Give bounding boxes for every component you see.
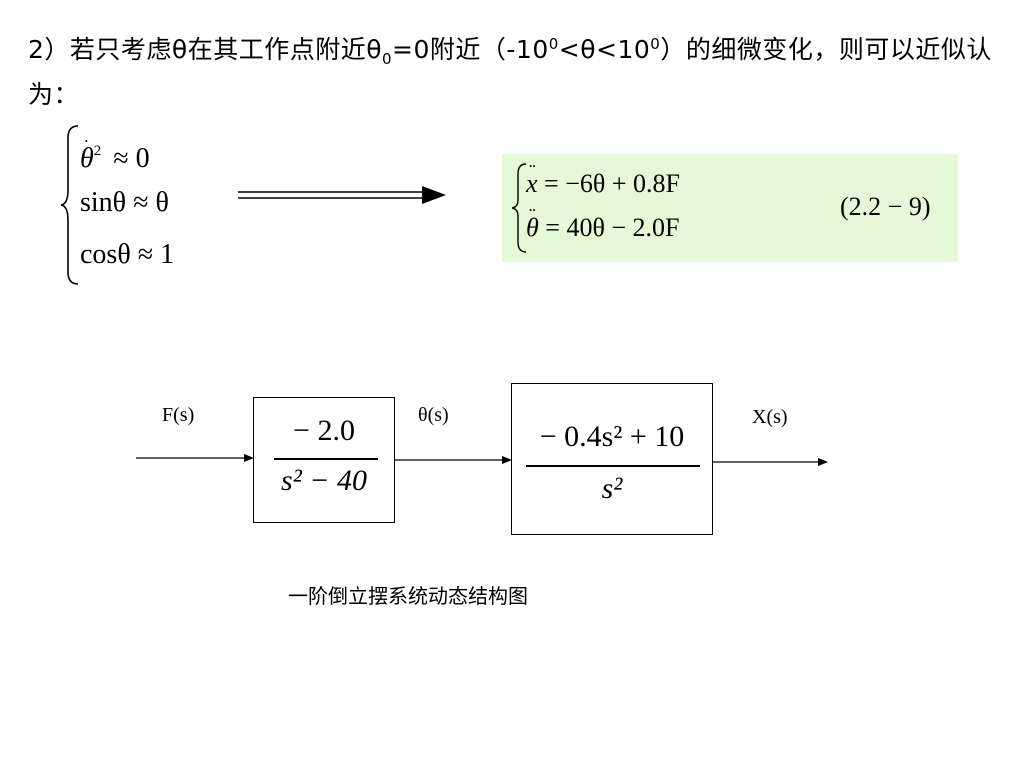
equation-x-rhs: = −6θ + 0.8F bbox=[544, 169, 680, 198]
approximation-list: ˙θ2 ≈ 0 sinθ ≈ θ cosθ ≈ 1 bbox=[80, 128, 174, 284]
equation-theta-rhs: = 40θ − 2.0F bbox=[545, 213, 680, 242]
equation-x-ddot: ¨x = −6θ + 0.8F bbox=[526, 161, 680, 208]
implies-arrow-icon bbox=[238, 186, 446, 204]
left-brace-icon bbox=[60, 125, 79, 285]
block2-fraction-bar bbox=[526, 465, 700, 467]
block2-numerator: − 0.4s² + 10 bbox=[539, 420, 685, 453]
result-equations: ¨x = −6θ + 0.8F ¨θ = 40θ − 2.0F bbox=[526, 161, 680, 252]
diagram-caption: 一阶倒立摆系统动态结构图 bbox=[288, 584, 528, 608]
block1-denominator: s² − 40 bbox=[281, 464, 367, 497]
output-arrow-icon bbox=[712, 458, 828, 466]
intro-mid: =0附近（-10 bbox=[392, 35, 549, 64]
middle-signal-label: θ(s) bbox=[418, 404, 449, 426]
result-brace-icon bbox=[511, 163, 527, 253]
theta-symbol: θ bbox=[80, 143, 94, 174]
double-dot-accent: ¨ bbox=[529, 205, 536, 227]
approx-rhs-zero: ≈ 0 bbox=[113, 143, 150, 174]
theta-symbol: θ bbox=[526, 213, 539, 242]
approx-row-theta-dot: ˙θ2 ≈ 0 bbox=[80, 128, 174, 180]
transfer-block-2: − 0.4s² + 10 s² bbox=[511, 383, 713, 535]
input-signal-label: F(s) bbox=[162, 404, 195, 426]
intro-superscript-1: 0 bbox=[548, 35, 559, 53]
intro-subscript: 0 bbox=[382, 50, 393, 68]
equation-theta-ddot: ¨θ = 40θ − 2.0F bbox=[526, 205, 680, 252]
output-signal-label: X(s) bbox=[752, 406, 788, 428]
block1-numerator: − 2.0 bbox=[293, 414, 355, 447]
intro-mid2: <θ<10 bbox=[558, 35, 651, 64]
approx-row-sin: sinθ ≈ θ bbox=[80, 187, 169, 218]
intro-suffix: ）的细微变化，则可以近似认为： bbox=[28, 35, 992, 109]
theta-ddot: ¨θ bbox=[526, 205, 539, 248]
intro-prefix: 2）若只考虑θ在其工作点附近θ bbox=[28, 35, 382, 64]
square-superscript: 2 bbox=[93, 143, 102, 159]
block1-fraction-bar bbox=[274, 458, 378, 460]
intro-paragraph: 2）若只考虑θ在其工作点附近θ0=0附近（-100<θ<100）的细微变化，则可… bbox=[28, 26, 1003, 113]
intro-superscript-2: 0 bbox=[650, 35, 661, 53]
block2-denominator: s² bbox=[601, 472, 623, 505]
x-symbol: x bbox=[526, 169, 538, 198]
double-dot-accent: ¨ bbox=[529, 161, 536, 183]
theta-dot: ˙θ bbox=[80, 136, 94, 182]
input-arrow-icon bbox=[136, 454, 254, 462]
middle-arrow-icon bbox=[394, 456, 512, 464]
x-ddot: ¨x bbox=[526, 161, 538, 204]
approx-row-cos: cosθ ≈ 1 bbox=[80, 239, 175, 270]
dot-accent: ˙ bbox=[83, 136, 90, 158]
equation-number: (2.2 − 9) bbox=[840, 192, 931, 221]
transfer-block-1: − 2.0 s² − 40 bbox=[253, 397, 395, 523]
result-equation-box: ¨x = −6θ + 0.8F ¨θ = 40θ − 2.0F (2.2 − 9… bbox=[502, 154, 958, 262]
